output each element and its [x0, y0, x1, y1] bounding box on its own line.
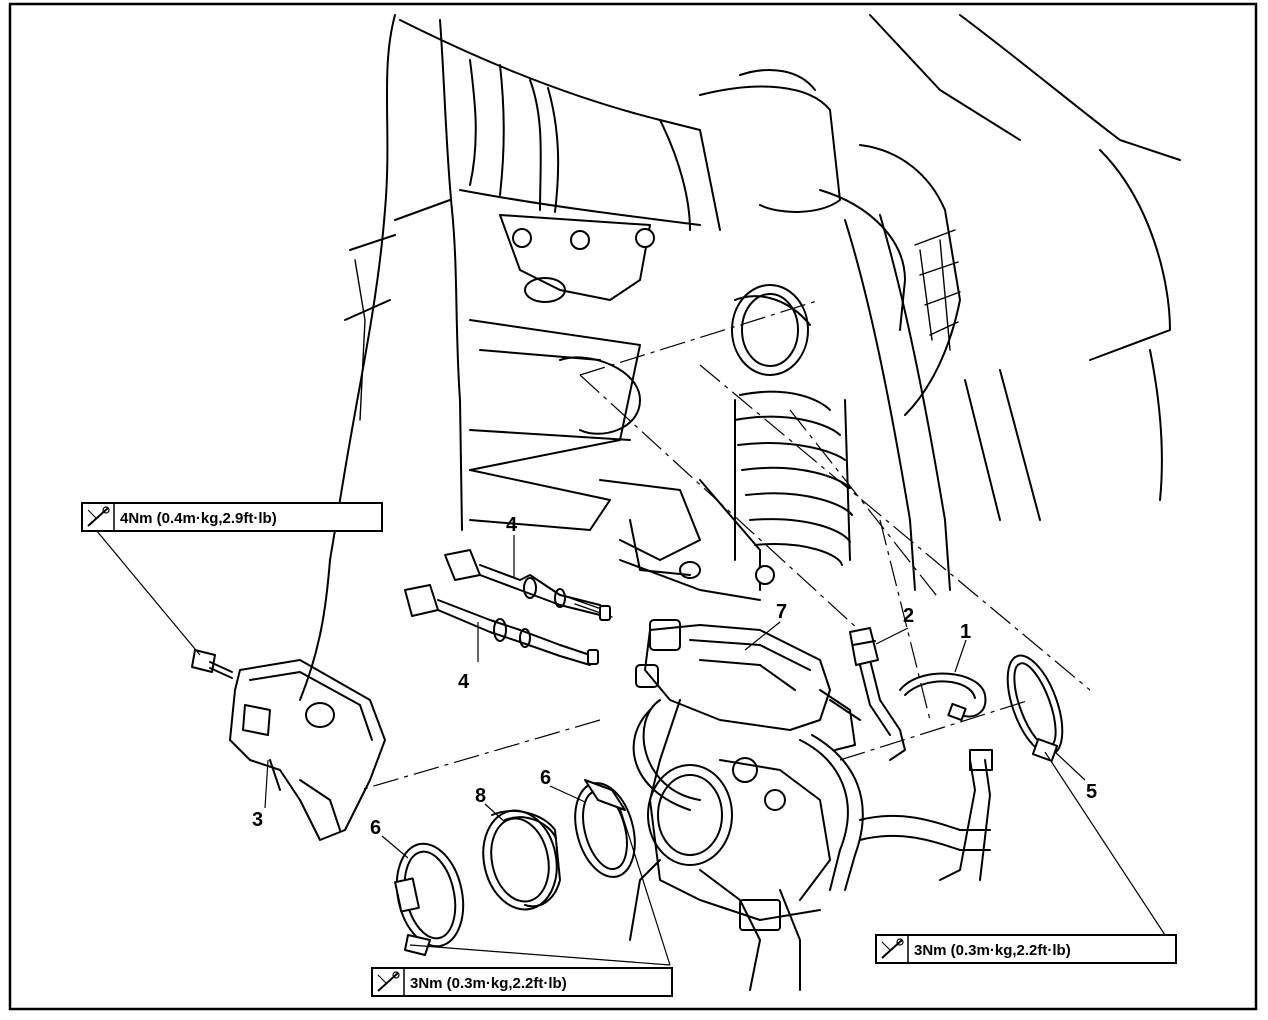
callout-6-lower: 6: [370, 817, 381, 839]
part-6-clamp-upper-illustration: [574, 779, 636, 878]
torque-spec-right-clamp: 3Nm (0.3m·kg,2.2ft·lb): [875, 934, 1177, 964]
part-3-cover-illustration: [191, 649, 386, 841]
carburetor-illustration: [629, 619, 993, 991]
torque-spec-text: 4Nm (0.4m·kg,2.9ft·lb): [120, 510, 277, 527]
leader-lines: [95, 529, 1166, 966]
part-6-clamp-lower-illustration: [394, 842, 465, 956]
callout-2: 2: [903, 605, 914, 627]
part-8-boot-illustration: [482, 809, 561, 911]
torque-wrench-icon: [87, 506, 110, 527]
part-2-illustration: [849, 627, 879, 666]
callout-4-lower: 4: [458, 671, 470, 693]
torque-spec-bottom-clamp: 3Nm (0.3m·kg,2.2ft·lb): [371, 967, 673, 997]
callout-8: 8: [475, 785, 486, 807]
part-1-clamp-illustration: [899, 672, 987, 722]
torque-spec-text: 3Nm (0.3m·kg,2.2ft·lb): [410, 975, 567, 992]
frame-bolt-3: [635, 228, 655, 248]
callout-3: 3: [252, 809, 263, 831]
torque-spec-text: 3Nm (0.3m·kg,2.2ft·lb): [914, 942, 1071, 959]
alignment-lines: [359, 299, 1091, 791]
frame-structure-illustration: [299, 14, 1181, 701]
figure-border: [8, 2, 1258, 1011]
callout-1: 1: [960, 621, 971, 643]
throttle-cables-illustration: [404, 549, 613, 666]
callout-7: 7: [776, 601, 787, 623]
callout-4-upper: 4: [506, 514, 518, 536]
torque-spec-cover-bolt: 4Nm (0.4m·kg,2.9ft·lb): [81, 502, 383, 532]
torque-wrench-icon: [377, 971, 400, 992]
frame-bolt-1: [512, 228, 532, 248]
frame-bolt-2: [570, 230, 590, 250]
torque-wrench-icon: [881, 938, 904, 959]
shock-spring-illustration: [629, 284, 853, 591]
callout-labels: 1 2 3 4 4 5 6 6 7 8: [252, 514, 1097, 839]
part-5-clamp-illustration: [1006, 654, 1064, 762]
callout-6-upper: 6: [540, 767, 551, 789]
callout-5: 5: [1086, 781, 1097, 803]
